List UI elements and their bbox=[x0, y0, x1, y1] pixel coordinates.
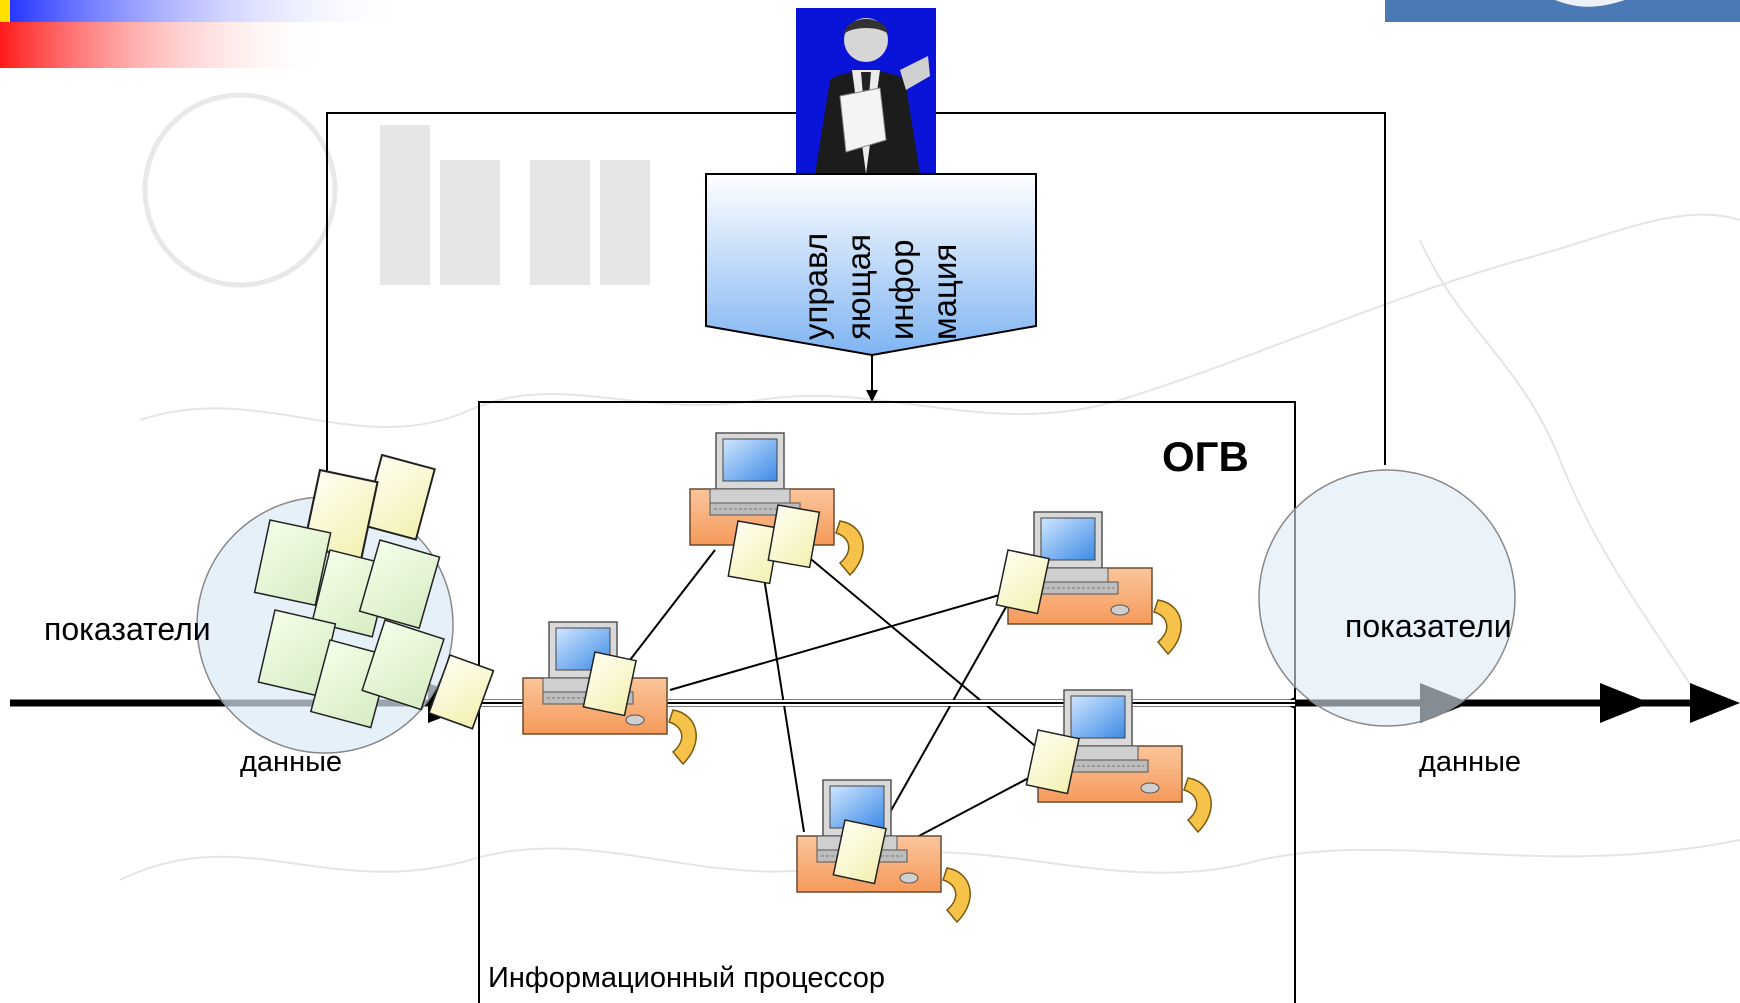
manager-portrait-icon bbox=[796, 8, 936, 174]
computer-workstation-icon bbox=[522, 621, 697, 765]
document-stack-icon bbox=[253, 454, 495, 730]
computer-workstation-icon bbox=[689, 432, 864, 585]
arrowhead-down bbox=[866, 390, 878, 402]
header-bar-blue bbox=[0, 0, 410, 22]
processor-label: Информационный процессор bbox=[488, 962, 886, 994]
left-data-label: данные bbox=[240, 746, 343, 778]
organ-label: ОГВ bbox=[1162, 433, 1249, 480]
control-info-line-2: яющая bbox=[840, 234, 877, 340]
computer-workstation-icon bbox=[796, 779, 971, 923]
network-links bbox=[629, 549, 1053, 847]
control-info-line-4: мация bbox=[926, 243, 963, 340]
corner-logo-icon bbox=[1385, 0, 1740, 22]
computer-workstation-icon bbox=[1025, 689, 1212, 833]
right-indicators-circle bbox=[1258, 469, 1516, 727]
control-info-line-3: инфор bbox=[883, 239, 920, 340]
background-map bbox=[119, 92, 1740, 881]
control-info-label: управл яющая инфор мация bbox=[700, 180, 1060, 340]
header-bar-red bbox=[0, 22, 330, 68]
right-indicators-label: показатели bbox=[1345, 608, 1512, 644]
control-info-arrow bbox=[705, 173, 1037, 357]
computer-workstation-icon bbox=[995, 511, 1182, 655]
control-info-line-1: управл bbox=[797, 232, 834, 340]
right-data-label: данные bbox=[1419, 746, 1522, 778]
left-indicators-label: показатели bbox=[44, 611, 211, 647]
header-bar-yellow bbox=[0, 0, 10, 22]
background-logo bbox=[380, 125, 650, 285]
